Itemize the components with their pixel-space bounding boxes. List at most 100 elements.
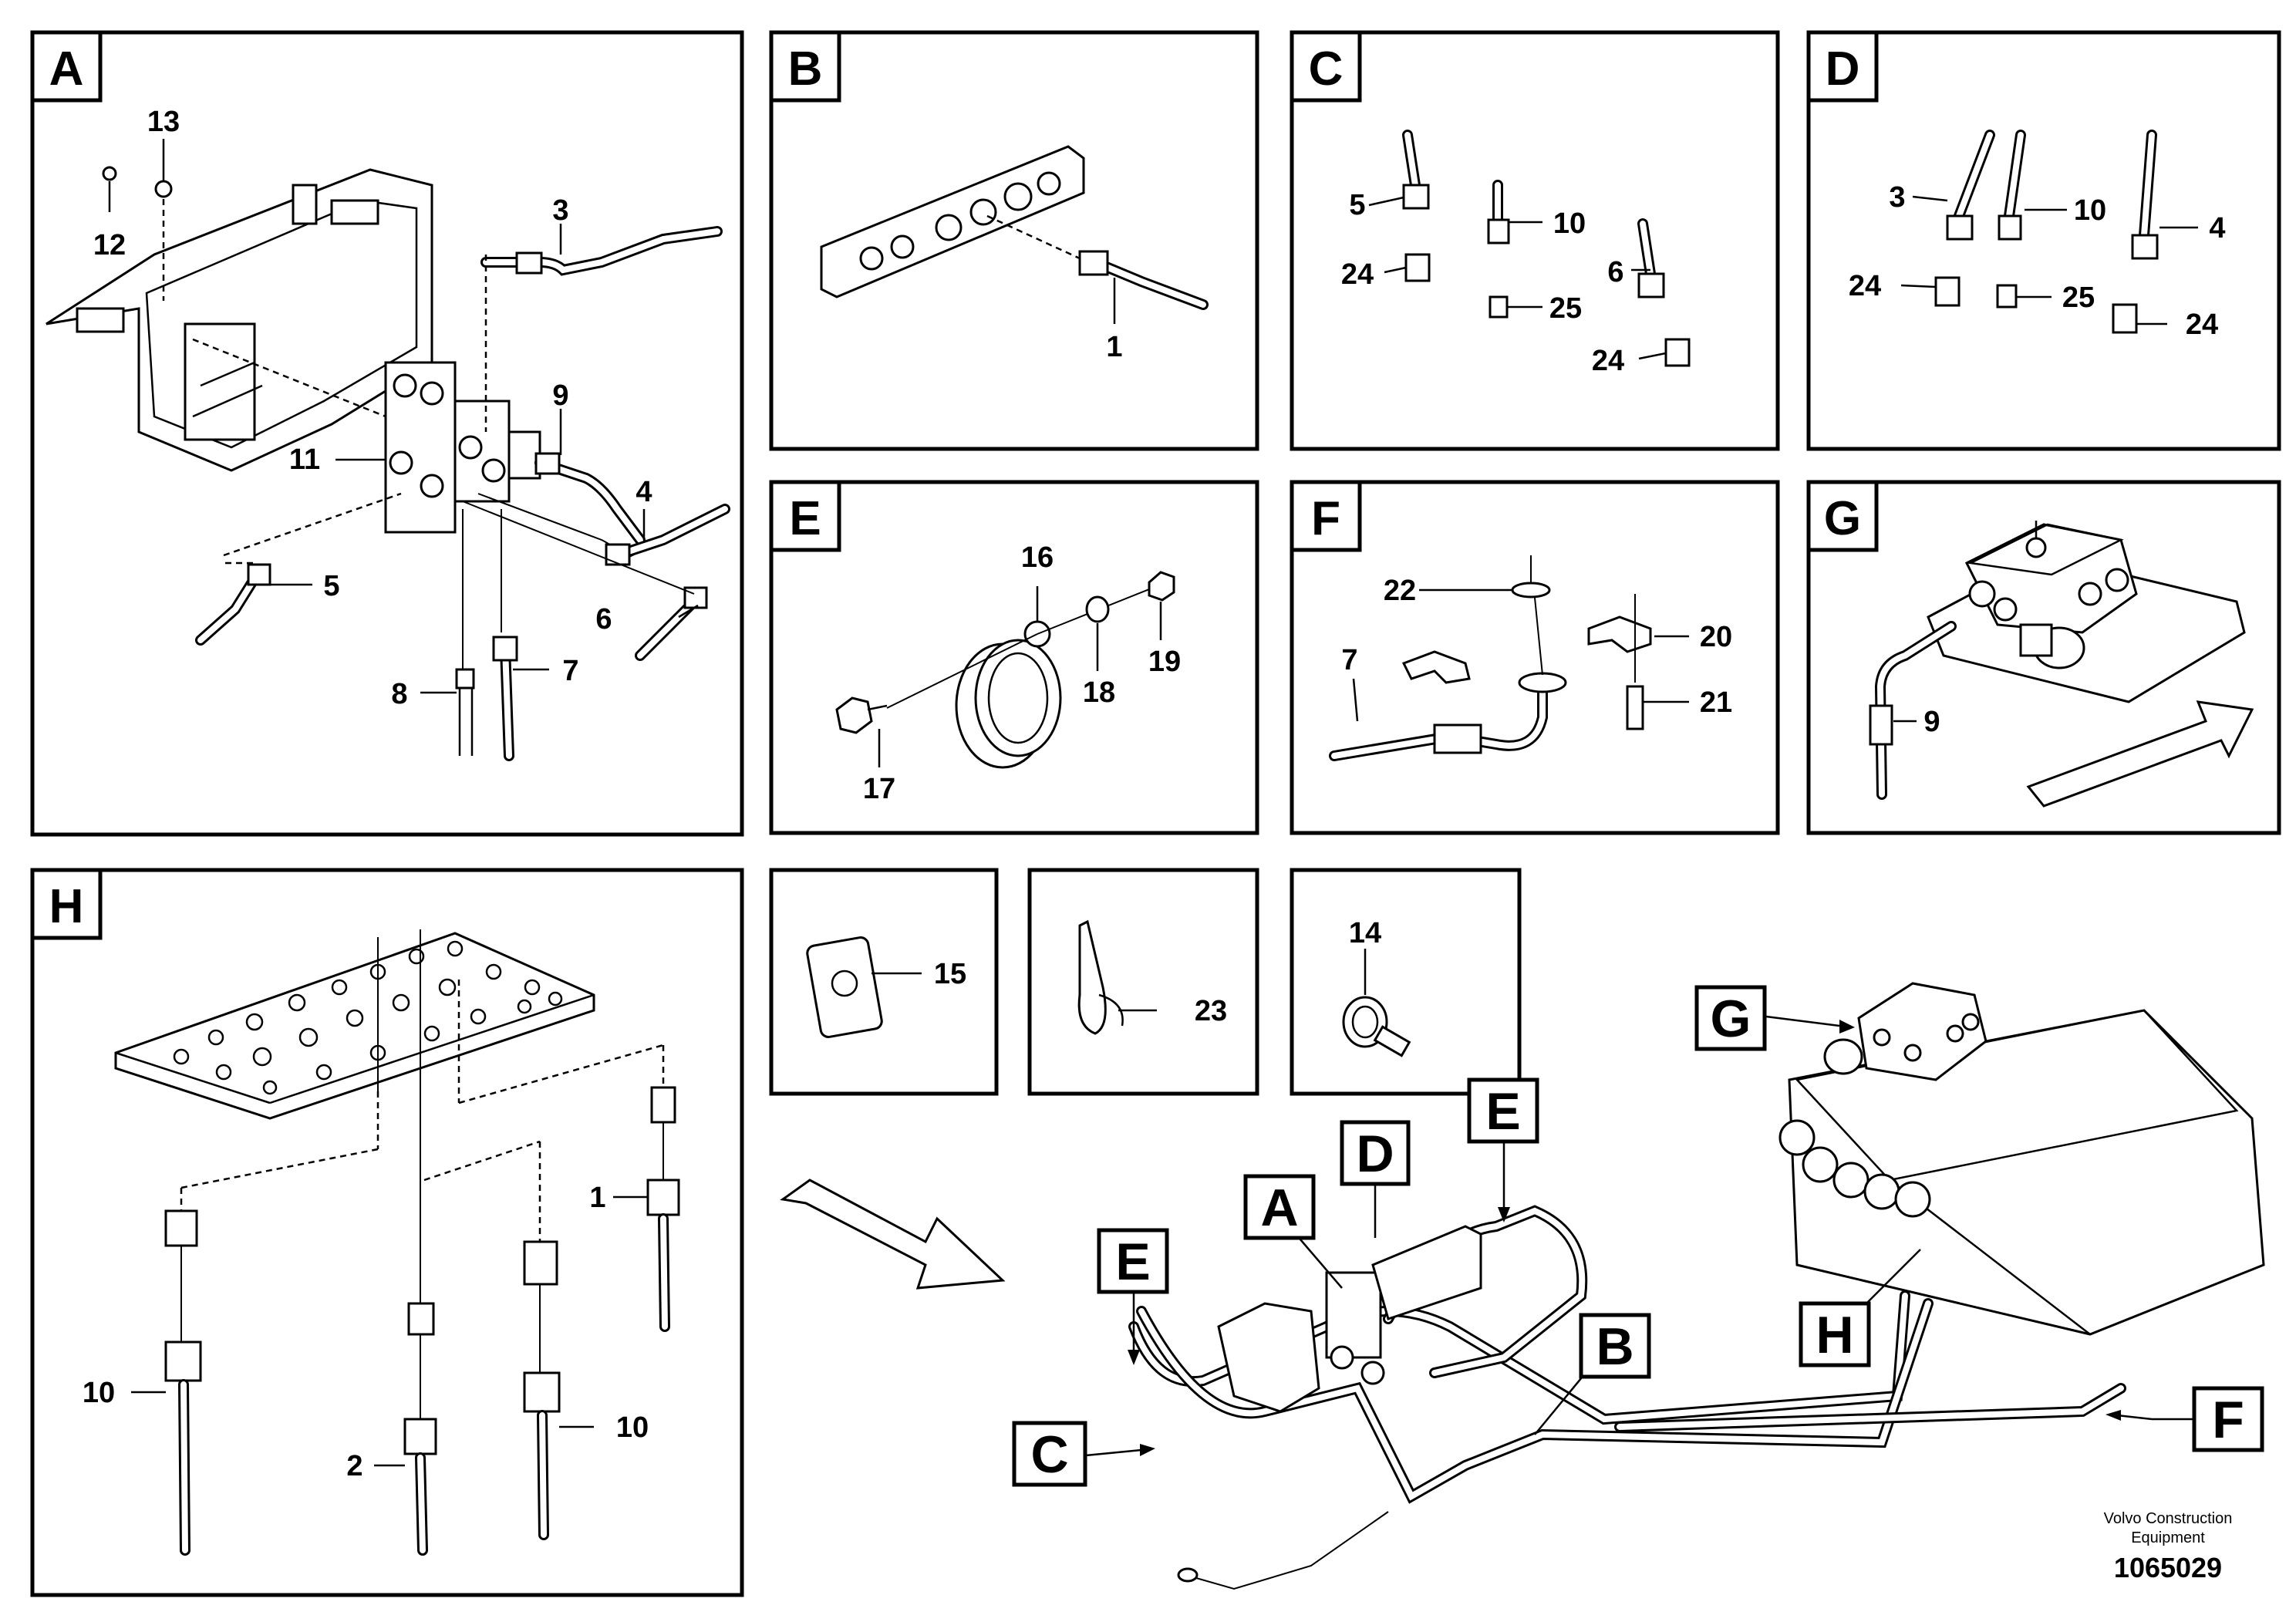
- callout-d-4: 4: [2209, 212, 2225, 244]
- panel-a-tag: [30, 30, 103, 103]
- panel-item-23: 23: [1027, 868, 1259, 1096]
- adapter-24b: [1664, 338, 1691, 367]
- callout-f-22: 22: [1384, 575, 1416, 607]
- callout-c-24a: 24: [1341, 258, 1374, 291]
- callout-15: 15: [934, 958, 966, 990]
- callout-c-5: 5: [1349, 189, 1365, 221]
- panel-d: D 3 10 4 24 25 24: [1806, 30, 2281, 451]
- panel-f: F 22 20 7 21: [1290, 480, 1780, 835]
- callout-a-4: 4: [636, 476, 652, 508]
- callout-h-10a: 10: [83, 1377, 115, 1409]
- clamp-half-20: [1587, 615, 1652, 653]
- overview-tag-f-letter: F: [2212, 1391, 2244, 1449]
- valve-block: [384, 361, 541, 534]
- nut-19: [1148, 571, 1175, 602]
- overview-tag-e2: [1097, 1228, 1169, 1294]
- tank-fittings: [1778, 1119, 1931, 1218]
- overview-tag-c-letter: C: [1030, 1425, 1068, 1484]
- callout-h-2: 2: [346, 1450, 362, 1482]
- overview-valve-bracket: [1217, 1302, 1320, 1413]
- overview-tag-e1: [1467, 1077, 1539, 1144]
- callout-a-13: 13: [147, 106, 180, 138]
- callout-g-9: 9: [1923, 706, 1940, 738]
- panel-h-frame: [30, 868, 744, 1597]
- callout-a-8: 8: [391, 678, 407, 710]
- adapter-d-24b: [2112, 303, 2138, 334]
- callout-f-7: 7: [1341, 644, 1357, 676]
- callout-e-19: 19: [1148, 646, 1181, 678]
- panel-f-frame: [1290, 480, 1780, 835]
- overview-tag-e1-letter: E: [1485, 1082, 1520, 1141]
- panel-e-frame: [769, 480, 1259, 835]
- overview-tag-g: [1694, 985, 1767, 1051]
- callout-a-3: 3: [552, 194, 568, 227]
- adapter-d-25: [1996, 284, 2018, 309]
- panel-e: E 16 19 18 17: [769, 480, 1259, 835]
- panel-item-14: 14: [1290, 868, 1522, 1096]
- callout-23: 23: [1195, 995, 1227, 1027]
- overview-tag-d-letter: D: [1356, 1125, 1394, 1183]
- callout-c-10: 10: [1553, 207, 1586, 240]
- callout-a-11: 11: [289, 443, 320, 476]
- adapter-25: [1489, 295, 1509, 319]
- callout-h-10b: 10: [616, 1411, 649, 1444]
- callout-a-6: 6: [595, 603, 612, 636]
- callout-d-10: 10: [2074, 194, 2106, 227]
- callout-h-1: 1: [589, 1182, 605, 1214]
- cable-tie-23: [1077, 919, 1107, 1035]
- screw-21: [1626, 685, 1644, 730]
- panel-c-letter: C: [1309, 42, 1344, 96]
- callout-f-21: 21: [1700, 686, 1732, 719]
- callout-a-5: 5: [323, 570, 339, 602]
- panel-c-frame: [1290, 30, 1780, 451]
- credit-block: Volvo Construction Equipment 1065029: [2104, 1510, 2233, 1583]
- overview-tag-g-letter: G: [1711, 990, 1752, 1048]
- callout-c-6: 6: [1607, 256, 1623, 288]
- overview-tag-a: [1243, 1174, 1316, 1240]
- plate-holes: [173, 940, 563, 1095]
- overview-assembly: G E D A E B H C F: [780, 982, 2265, 1590]
- panel-a: A: [30, 30, 744, 837]
- pilot-valve-overview: [1857, 982, 1988, 1081]
- credit-line-2: Equipment: [2131, 1529, 2205, 1546]
- callout-e-18: 18: [1083, 676, 1115, 709]
- panel-c: C 5 10 6 24 25 24: [1290, 30, 1780, 451]
- panel-f-letter: F: [1311, 492, 1340, 545]
- panel-g-frame: [1806, 480, 2281, 835]
- overview-direction-arrow: [780, 1179, 1006, 1290]
- callout-a-9: 9: [552, 379, 568, 412]
- callout-b-1: 1: [1106, 331, 1122, 363]
- o-ring-22: [1511, 582, 1551, 599]
- panel-b: B 1: [769, 30, 1259, 451]
- callout-d-25: 25: [2062, 282, 2095, 314]
- callout-e-16: 16: [1021, 541, 1054, 574]
- panel-h-letter: H: [49, 880, 84, 933]
- direction-arrow-g: [2026, 700, 2254, 808]
- overview-tag-e2-letter: E: [1115, 1233, 1150, 1291]
- panel-a-frame: [30, 30, 744, 837]
- panel-g: G 9: [1806, 480, 2281, 835]
- adapter-d-24a: [1934, 276, 1961, 307]
- mounting-bracket: [46, 168, 433, 472]
- callout-d-24b: 24: [2186, 309, 2218, 341]
- callout-d-24a: 24: [1849, 270, 1881, 302]
- callout-14: 14: [1349, 917, 1381, 949]
- panel-d-frame: [1806, 30, 2281, 451]
- overview-tag-h-letter: H: [1816, 1306, 1853, 1364]
- p-clamp-14: [1342, 996, 1388, 1048]
- overview-tag-b-letter: B: [1596, 1317, 1633, 1376]
- panel-b-frame: [769, 30, 1259, 451]
- washer-12: [102, 166, 117, 181]
- panel-g-letter: G: [1824, 492, 1861, 545]
- callout-d-3: 3: [1889, 181, 1905, 214]
- drawing-number: 1065029: [2114, 1552, 2222, 1583]
- overview-tag-h: [1799, 1301, 1871, 1367]
- washer-18: [1085, 595, 1110, 623]
- connector-plug-15: [806, 936, 883, 1038]
- hose-3-fitting: [515, 251, 543, 275]
- overview-tag-a-letter: A: [1260, 1179, 1298, 1237]
- panel-e-letter: E: [789, 492, 821, 545]
- overview-tag-b: [1579, 1313, 1651, 1379]
- bolt-17: [835, 696, 873, 734]
- callout-c-25: 25: [1549, 292, 1582, 325]
